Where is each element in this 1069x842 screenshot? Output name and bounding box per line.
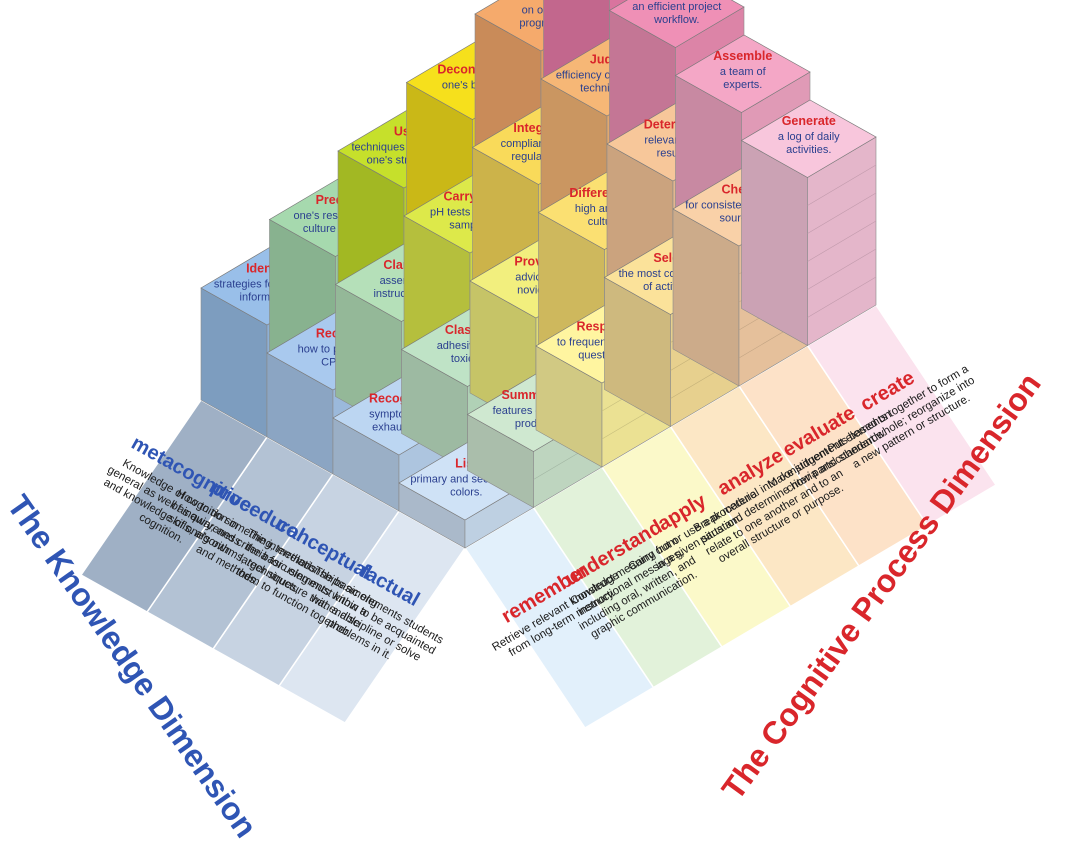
cell-detail-line: a team of	[720, 66, 767, 78]
cell-level-line	[807, 276, 877, 318]
cell-detail-line: experts.	[723, 79, 762, 91]
cell-top-face	[608, 0, 745, 48]
cell-level-line	[807, 192, 877, 234]
cell-detail-line: workflow.	[653, 14, 699, 26]
cell-detail-line: an efficient project	[632, 1, 721, 13]
cell-detail-line: a log of daily	[778, 131, 840, 143]
cell-level-line	[807, 164, 877, 206]
cell-level-line	[807, 220, 877, 262]
base-floor	[79, 303, 998, 730]
cell-level-line	[807, 248, 877, 290]
cell-verb: Generate	[782, 114, 836, 128]
cell-detail-line: colors.	[450, 486, 482, 498]
cell-verb: Reflect	[521, 0, 564, 1]
cell-top-face	[740, 99, 877, 178]
cell-verb: Assemble	[713, 49, 772, 63]
cell-detail-line: activities.	[786, 144, 831, 156]
cell-detail-line: on one's	[522, 4, 564, 16]
cell-top-face	[674, 34, 811, 113]
